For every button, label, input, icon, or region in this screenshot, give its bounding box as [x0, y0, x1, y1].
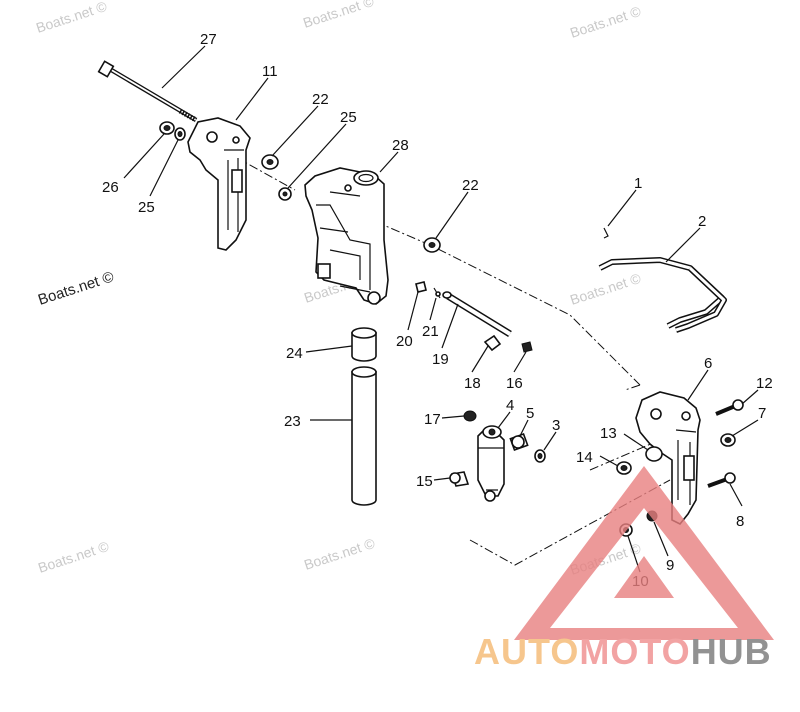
callout-21: 21 [422, 323, 439, 340]
callout-12: 12 [756, 375, 773, 392]
nut-16 [521, 341, 533, 353]
callout-11: 11 [262, 63, 278, 80]
washer-22b [423, 237, 441, 253]
shaft-19 [442, 291, 512, 337]
swivel-bracket-28 [304, 167, 389, 305]
callout-2: 2 [698, 213, 706, 230]
logo-inner-triangle-icon [614, 556, 674, 598]
watermark-text-dark: Boats.net © [36, 268, 116, 308]
watermark-text: Boats.net © [302, 535, 377, 573]
nut-26 [159, 121, 175, 135]
logo-auto: AUTO [474, 631, 579, 672]
washer-25a [278, 187, 292, 201]
bolt-15 [449, 471, 470, 487]
callout-27: 27 [200, 31, 217, 48]
callout-5: 5 [526, 405, 534, 422]
callout-25-lower: 25 [138, 199, 155, 216]
bushing-5 [509, 432, 529, 452]
watermark-text: Boats.net © [568, 3, 643, 41]
callout-6: 6 [704, 355, 712, 372]
washer-13 [645, 446, 663, 462]
callout-4: 4 [506, 397, 514, 414]
callout-15: 15 [416, 473, 433, 490]
callout-18: 18 [464, 375, 481, 392]
bolt-12 [715, 399, 744, 416]
callout-28: 28 [392, 137, 409, 154]
logo-text: AUTOMOTOHUB [474, 631, 772, 672]
watermark-layer: Boats.net © Boats.net © Boats.net © Boat… [34, 0, 643, 578]
callout-23: 23 [284, 413, 301, 430]
nut-14 [616, 461, 632, 475]
nut-7 [720, 433, 736, 447]
callout-19: 19 [432, 351, 449, 368]
automotohub-logo: AUTOMOTOHUB [474, 466, 774, 672]
callout-26: 26 [102, 179, 119, 196]
leader-lines [123, 45, 759, 573]
logo-hub: HUB [691, 631, 772, 672]
watermark-text: Boats.net © [301, 0, 376, 31]
tube-23 [351, 366, 377, 506]
grease-fitting-20 [415, 281, 427, 293]
callout-20: 20 [396, 333, 413, 350]
callout-1: 1 [634, 175, 642, 192]
callout-25: 25 [340, 109, 357, 126]
washer-22a [261, 154, 279, 170]
bolt-8 [707, 472, 736, 488]
callout-17: 17 [424, 411, 441, 428]
clip-1 [603, 227, 609, 239]
callout-14: 14 [576, 449, 593, 466]
callout-24: 24 [286, 345, 303, 362]
logo-moto: MOTO [579, 631, 690, 672]
watermark-text: Boats.net © [36, 538, 111, 576]
cylinder-4 [477, 425, 505, 502]
bushing-24 [351, 327, 377, 362]
callout-8: 8 [736, 513, 744, 530]
watermark-text: Boats.net © [34, 0, 109, 36]
screw-17 [463, 410, 477, 422]
bolt-27 [97, 60, 198, 123]
callout-7: 7 [758, 405, 766, 422]
rod-2 [598, 257, 727, 333]
washer-25b [174, 127, 186, 141]
callout-3: 3 [552, 417, 560, 434]
bracket-11 [187, 117, 251, 251]
watermark-text: Boats.net © [568, 270, 643, 308]
callout-16: 16 [506, 375, 523, 392]
callout-9: 9 [666, 557, 674, 574]
washer-3 [534, 449, 546, 463]
logo-triangle-icon [514, 466, 774, 640]
pin-21 [433, 287, 441, 299]
callout-22: 22 [312, 91, 329, 108]
fitting-18 [483, 334, 502, 352]
callout-22-lower: 22 [462, 177, 479, 194]
callout-13: 13 [600, 425, 617, 442]
